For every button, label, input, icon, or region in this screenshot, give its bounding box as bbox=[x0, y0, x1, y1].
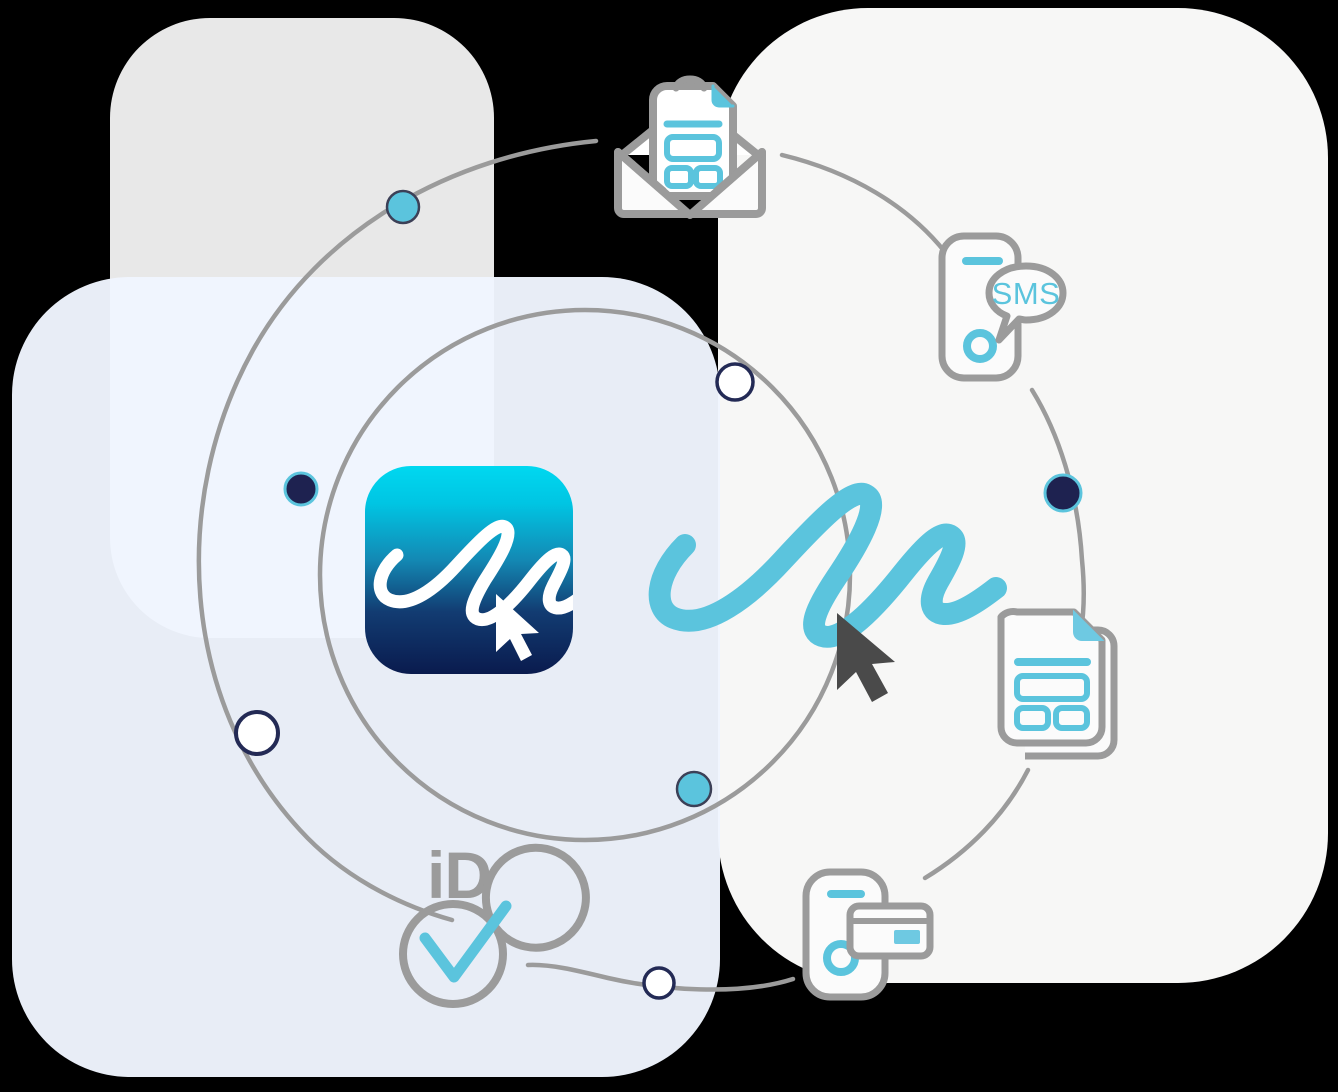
node-white-top-center bbox=[715, 362, 755, 402]
blue-panel bbox=[12, 277, 720, 1077]
node-navy-right bbox=[1043, 473, 1083, 513]
offwhite-panel bbox=[718, 8, 1328, 983]
envelope-right-edge bbox=[713, 148, 766, 195]
id-verification-icon[interactable]: iD bbox=[399, 838, 590, 1008]
envelope-clip bbox=[672, 75, 708, 92]
sms-phone-icon[interactable]: SMS bbox=[938, 232, 1067, 382]
sms-phone-home-button bbox=[963, 329, 997, 363]
node-navy-left bbox=[283, 471, 319, 507]
doc-box-3 bbox=[693, 165, 723, 189]
document-box-3 bbox=[1053, 705, 1090, 731]
node-cyan-top-left bbox=[385, 189, 421, 225]
document-folded-corner bbox=[1073, 609, 1105, 641]
envelope-document bbox=[649, 75, 737, 200]
node-white-left bbox=[234, 710, 280, 756]
doc-box-1 bbox=[664, 134, 722, 162]
envelope-left-edge bbox=[614, 148, 667, 195]
app-icon-signature bbox=[373, 519, 573, 627]
payment-phone-icon[interactable] bbox=[802, 868, 934, 1001]
signature-app-icon[interactable] bbox=[365, 466, 592, 674]
document-icon[interactable] bbox=[997, 608, 1118, 760]
connector-document-to-card bbox=[922, 767, 1031, 881]
document-box-1 bbox=[1014, 673, 1090, 702]
id-circle bbox=[481, 843, 590, 952]
hero-signature bbox=[648, 482, 1007, 702]
node-cyan-bottom bbox=[675, 770, 713, 808]
email-envelope-icon[interactable] bbox=[614, 75, 766, 219]
connector-envelope-to-sms bbox=[779, 152, 948, 255]
orbit-nodes bbox=[234, 189, 1083, 1000]
envelope-body bbox=[614, 148, 766, 219]
id-checkmark bbox=[419, 900, 512, 983]
sms-bubble bbox=[985, 262, 1067, 344]
hero-signature-stroke bbox=[648, 482, 1007, 648]
app-icon-cursor bbox=[496, 594, 539, 661]
node-white-bottom bbox=[642, 966, 676, 1000]
credit-card-chip bbox=[894, 930, 920, 944]
sms-bubble-label: SMS bbox=[992, 276, 1061, 311]
hero-signature-cursor bbox=[837, 613, 895, 702]
id-circle-outline bbox=[399, 900, 507, 1008]
document-box-2 bbox=[1014, 705, 1051, 731]
id-badge-label: iD bbox=[427, 838, 491, 912]
doc-box-2 bbox=[664, 165, 694, 189]
connector-card-to-id bbox=[525, 962, 796, 992]
